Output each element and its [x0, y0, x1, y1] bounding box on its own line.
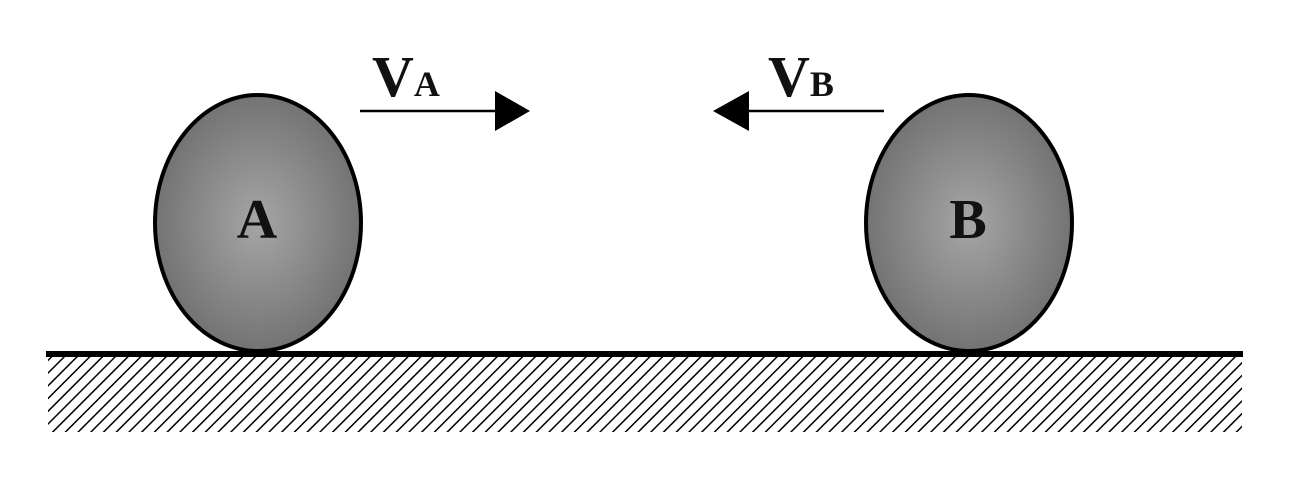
velocity-arrow-b-head — [713, 91, 749, 131]
velocity-label-a-symbol: V — [372, 44, 414, 109]
ball-b-body — [864, 93, 1074, 353]
velocity-label-a-subscript: A — [414, 64, 440, 104]
ball-b-label: B — [949, 189, 986, 251]
velocity-arrow-a: VA — [360, 44, 530, 131]
velocity-label-b-subscript: B — [810, 64, 834, 104]
ground-hatching — [48, 355, 1242, 432]
velocity-arrow-a-head — [495, 91, 530, 131]
velocity-label-a: VA — [372, 44, 440, 109]
ball-a: A — [153, 93, 363, 353]
velocity-arrow-b: VB — [713, 44, 884, 131]
velocity-label-b: VB — [768, 44, 834, 109]
ground — [46, 351, 1243, 432]
velocity-label-b-symbol: V — [768, 44, 810, 109]
ball-a-body — [153, 93, 363, 353]
ball-b: B — [864, 93, 1074, 353]
ball-a-label: A — [237, 189, 278, 251]
